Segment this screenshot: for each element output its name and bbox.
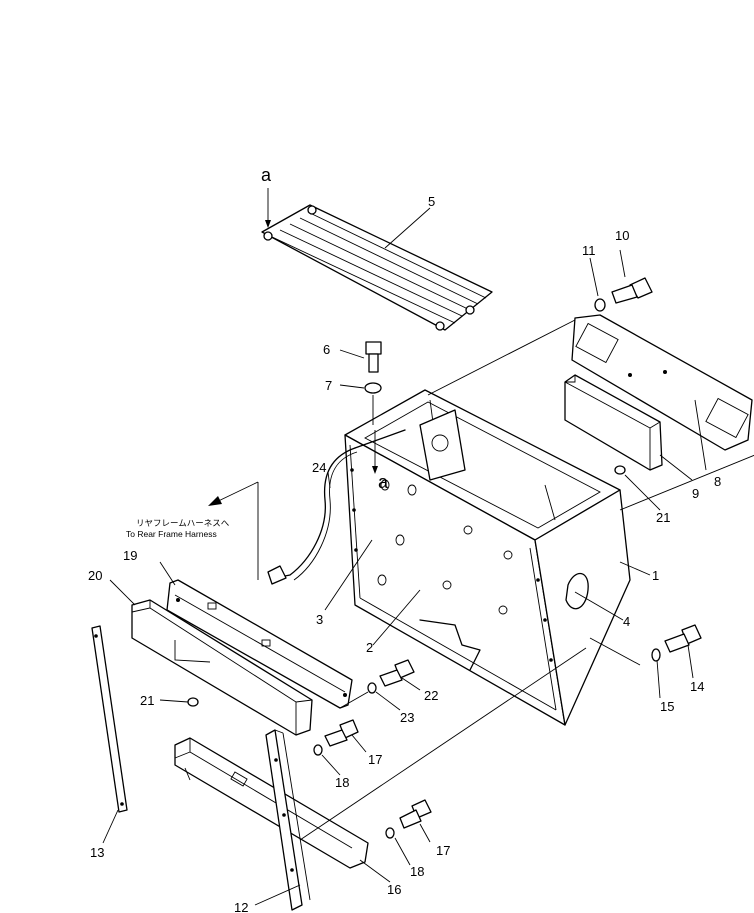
callout-6: 6: [323, 342, 330, 357]
callout-9: 9: [692, 486, 699, 501]
callout-17-lower: 17: [436, 843, 450, 858]
callout-20: 20: [88, 568, 102, 583]
guide-line-22: [339, 691, 369, 709]
callout-16: 16: [387, 882, 401, 897]
part-21-washer-a: [614, 465, 626, 475]
part-23-washer: [367, 682, 377, 694]
leader-lines: [102, 249, 707, 906]
marker-a-top-arrow: [265, 188, 271, 228]
part-15-washer: [651, 648, 661, 662]
callout-8: 8: [714, 474, 721, 489]
part-12-strip: [265, 729, 311, 911]
callout-19: 19: [123, 548, 137, 563]
callout-11: 11: [582, 243, 596, 258]
part-13-strip: [91, 625, 128, 813]
part-16-bracket: [174, 737, 369, 869]
marker-a-mid-arrow: [372, 430, 378, 474]
part-17-bolt-lower: [399, 799, 432, 829]
marker-a-mid: a: [378, 472, 389, 492]
callout-18-upper: 18: [335, 775, 349, 790]
callout-5: 5: [428, 194, 435, 209]
callout-4: 4: [623, 614, 630, 629]
callout-18-lower: 18: [410, 864, 424, 879]
callout-labels: 5 10 11 6 7 8 9 21 24 1 4 3 2 19 20 21 1…: [88, 165, 721, 913]
callout-22: 22: [424, 688, 438, 703]
part-20-foam-block: [131, 599, 313, 736]
part-9-pad: [564, 374, 663, 471]
callout-3: 3: [316, 612, 323, 627]
callout-10: 10: [615, 228, 629, 243]
part-24-harness: [267, 429, 406, 585]
part-5-top-grille: [261, 204, 493, 331]
callout-1: 1: [652, 568, 659, 583]
part-17-bolt-upper: [324, 719, 359, 747]
leader-5: [384, 207, 431, 249]
part-7-washer: [364, 382, 382, 394]
guide-line-12: [299, 647, 587, 841]
part-8-side-plate: [571, 314, 753, 451]
callout-17-upper: 17: [368, 752, 382, 767]
guide-line-14: [589, 637, 641, 666]
callout-2: 2: [366, 640, 373, 655]
harness-note-jp: リヤフレームハーネスへ: [136, 518, 230, 528]
callout-23: 23: [400, 710, 414, 725]
part-18-washer-upper: [313, 744, 323, 756]
callout-12: 12: [234, 900, 248, 913]
guide-line-8: [427, 319, 576, 396]
part-6-bolt: [365, 341, 382, 373]
part-18-washer-lower: [385, 827, 395, 839]
harness-note-en: To Rear Frame Harness: [126, 529, 217, 539]
callout-13: 13: [90, 845, 104, 860]
callout-21-upper: 21: [656, 510, 670, 525]
callout-15: 15: [660, 699, 674, 714]
callout-14: 14: [690, 679, 704, 694]
part-11-washer: [594, 298, 606, 312]
part-21-washer-b: [187, 697, 199, 707]
part-22-bolt: [379, 659, 415, 687]
part-14-bolt: [664, 624, 702, 653]
marker-a-top: a: [261, 165, 272, 185]
part-10-bolt: [611, 277, 653, 304]
callout-7: 7: [325, 378, 332, 393]
callout-21-lower: 21: [140, 693, 154, 708]
harness-direction-arrow: [208, 481, 259, 580]
guide-line-8b: [619, 454, 754, 511]
callout-24: 24: [312, 460, 326, 475]
